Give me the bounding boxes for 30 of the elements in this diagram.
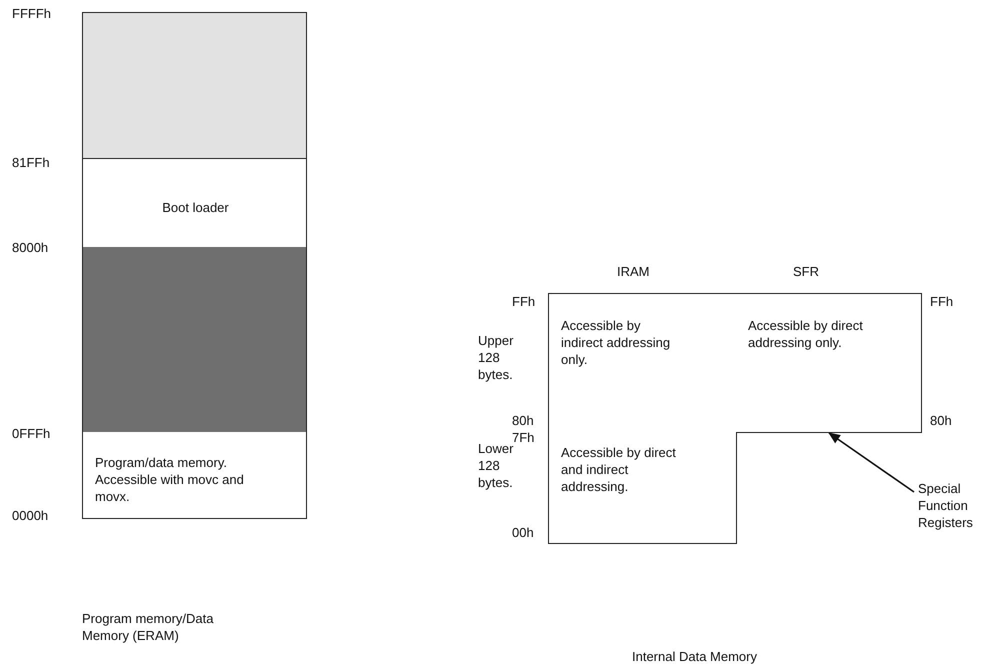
- address-label: 00h: [512, 524, 534, 541]
- address-label: 80h: [930, 412, 952, 429]
- region-text: Program/data memory. Accessible with movc and movx.: [95, 454, 245, 505]
- region-text: Accessible by direct and indirect addressing.: [561, 444, 677, 495]
- leader-arrow: [828, 432, 914, 493]
- region-text: Accessible by direct addressing only.: [748, 317, 864, 351]
- address-label: FFh: [512, 293, 536, 310]
- address-label: 80h: [512, 412, 534, 429]
- address-label: 81FFh: [12, 154, 50, 171]
- caption: Program memory/Data Memory (ERAM): [82, 610, 214, 644]
- memory-region: [82, 158, 307, 248]
- address-label: 7Fh: [512, 429, 534, 445]
- region-text: Accessible by indirect addressing only.: [561, 317, 671, 368]
- range-label: Upper 128 bytes.: [478, 332, 514, 383]
- column-heading: SFR: [793, 263, 819, 280]
- memory-region: [548, 432, 737, 544]
- memory-region: [82, 247, 307, 433]
- address-label: FFh: [930, 293, 954, 310]
- memory-region: [736, 293, 922, 433]
- caption: Internal Data Memory: [632, 648, 757, 665]
- memory-region: [82, 12, 307, 159]
- callout-text: Special Function Registers: [918, 480, 998, 531]
- memory-region: [82, 432, 307, 519]
- address-label: 8000h: [12, 239, 48, 256]
- column-heading: IRAM: [617, 263, 650, 280]
- address-label: FFFFh: [12, 5, 51, 22]
- address-label: 0FFFh: [12, 425, 50, 442]
- range-label: Lower 128 bytes.: [478, 441, 514, 491]
- address-label: 0000h: [12, 507, 48, 524]
- region-text: Boot loader: [161, 199, 230, 216]
